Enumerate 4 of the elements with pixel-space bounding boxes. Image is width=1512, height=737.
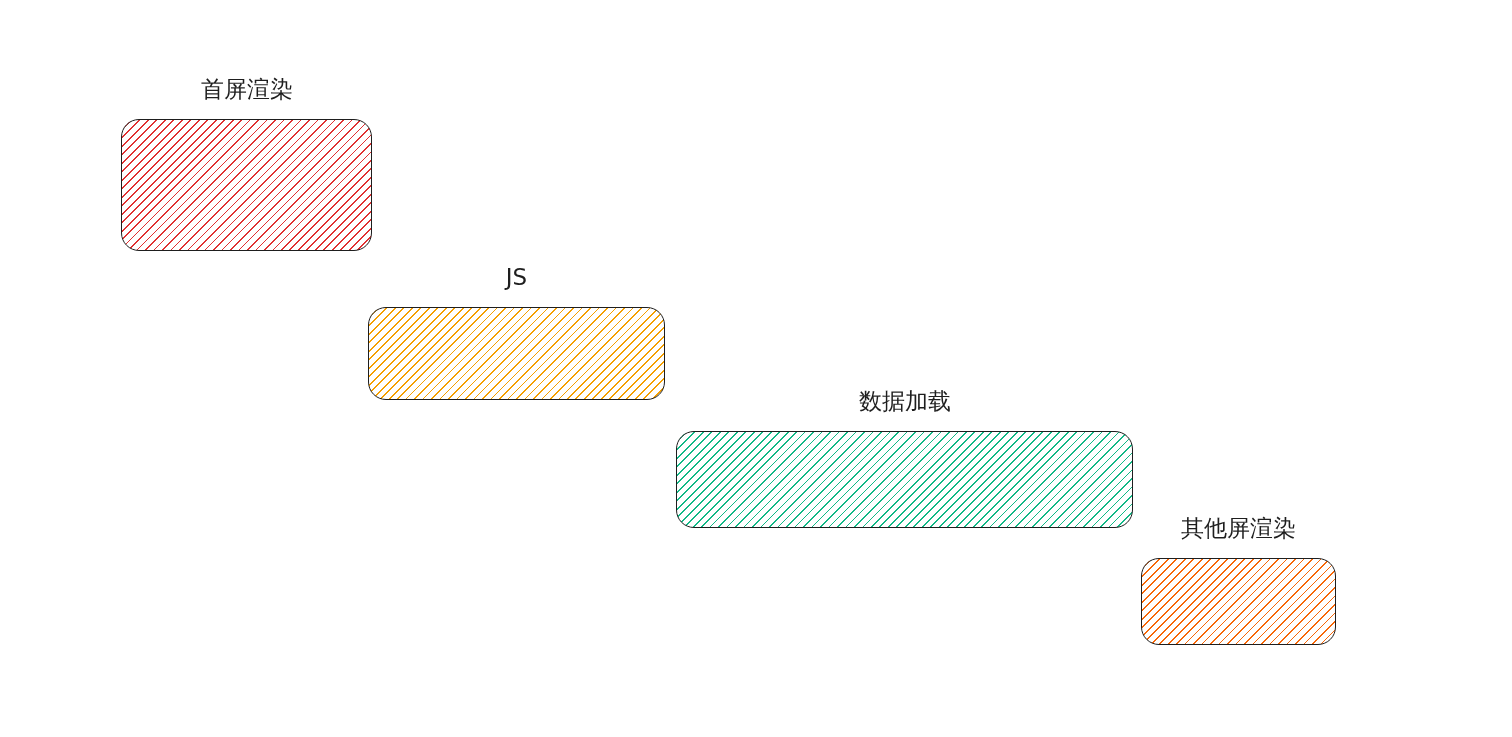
bar-heading: JS bbox=[503, 263, 529, 292]
bar-heading: 数据加载 bbox=[857, 387, 952, 416]
bar-heading: 其他屏渲染 bbox=[1180, 514, 1297, 543]
bar-heading: 首屏渲染 bbox=[199, 75, 294, 104]
